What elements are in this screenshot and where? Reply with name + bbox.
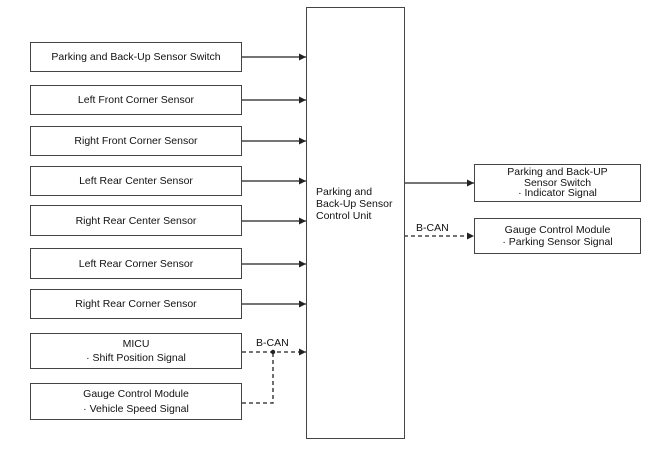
out-indicator-line2: Sensor Switch xyxy=(523,176,592,189)
input-box-gauge-control-module: Gauge Control Module · Vehicle Speed Sig… xyxy=(30,383,242,420)
control-unit-line2: Back-Up Sensor xyxy=(316,198,393,210)
bcan-input-label: B-CAN xyxy=(256,337,289,349)
bcan-junction-dot xyxy=(270,349,276,355)
input-box-switch: Parking and Back-Up Sensor Switch xyxy=(30,42,242,72)
input-box-micu: MICU · Shift Position Signal xyxy=(30,333,242,369)
input-label: Left Rear Corner Sensor xyxy=(78,257,194,270)
control-unit-box: Parking and Back-Up Sensor Control Unit xyxy=(306,7,405,439)
micu-signal: · Shift Position Signal xyxy=(86,352,186,364)
micu-title: MICU xyxy=(122,338,150,350)
input-box-right-front-corner: Right Front Corner Sensor xyxy=(30,126,242,156)
input-box-right-rear-center: Right Rear Center Sensor xyxy=(30,205,242,236)
bcan-gauge-line xyxy=(242,352,274,404)
input-box-left-front-corner: Left Front Corner Sensor xyxy=(30,85,242,115)
control-unit-line1: Parking and xyxy=(316,186,373,198)
out-indicator-line3: · Indicator Signal xyxy=(518,187,597,200)
out-indicator-line1: Parking and Back-UP xyxy=(507,166,608,179)
input-box-left-rear-center: Left Rear Center Sensor xyxy=(30,166,242,196)
input-label: Left Rear Center Sensor xyxy=(79,175,193,187)
out-gauge-signal: · Parking Sensor Signal xyxy=(502,236,613,248)
control-unit-line3: Control Unit xyxy=(316,210,372,222)
input-box-left-rear-corner: Left Rear Corner Sensor xyxy=(30,248,242,279)
gauge-in-signal: · Vehicle Speed Signal xyxy=(83,403,189,415)
input-label: Right Front Corner Sensor xyxy=(74,135,198,147)
output-box-gauge-control-module: Gauge Control Module · Parking Sensor Si… xyxy=(474,218,641,254)
input-label: Right Rear Corner Sensor xyxy=(75,298,197,310)
bcan-output-label: B-CAN xyxy=(416,222,449,234)
output-box-indicator: Parking and Back-UP Sensor Switch · Indi… xyxy=(474,164,641,202)
out-gauge-title: Gauge Control Module xyxy=(504,224,611,236)
input-box-right-rear-corner: Right Rear Corner Sensor xyxy=(30,289,242,319)
input-label: Parking and Back-Up Sensor Switch xyxy=(51,51,221,63)
gauge-in-title: Gauge Control Module xyxy=(83,388,189,400)
input-label: Right Rear Center Sensor xyxy=(75,214,197,227)
input-label: Left Front Corner Sensor xyxy=(77,94,195,106)
